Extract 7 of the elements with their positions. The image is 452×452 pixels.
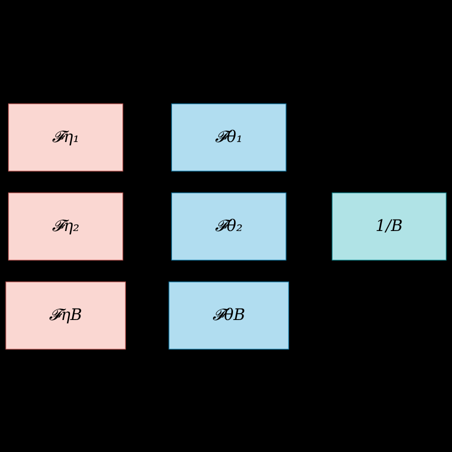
node-box: 𝓕θ₂: [171, 192, 286, 260]
node-box: 𝓕ηB: [5, 281, 126, 350]
node-box: 1/B: [332, 192, 447, 260]
node-box: 𝓕η₂: [8, 192, 124, 260]
node-box: 𝓕θB: [168, 281, 290, 350]
node-box: 𝓕η₁: [8, 102, 124, 171]
node-box: 𝓕θ₁: [171, 102, 286, 171]
